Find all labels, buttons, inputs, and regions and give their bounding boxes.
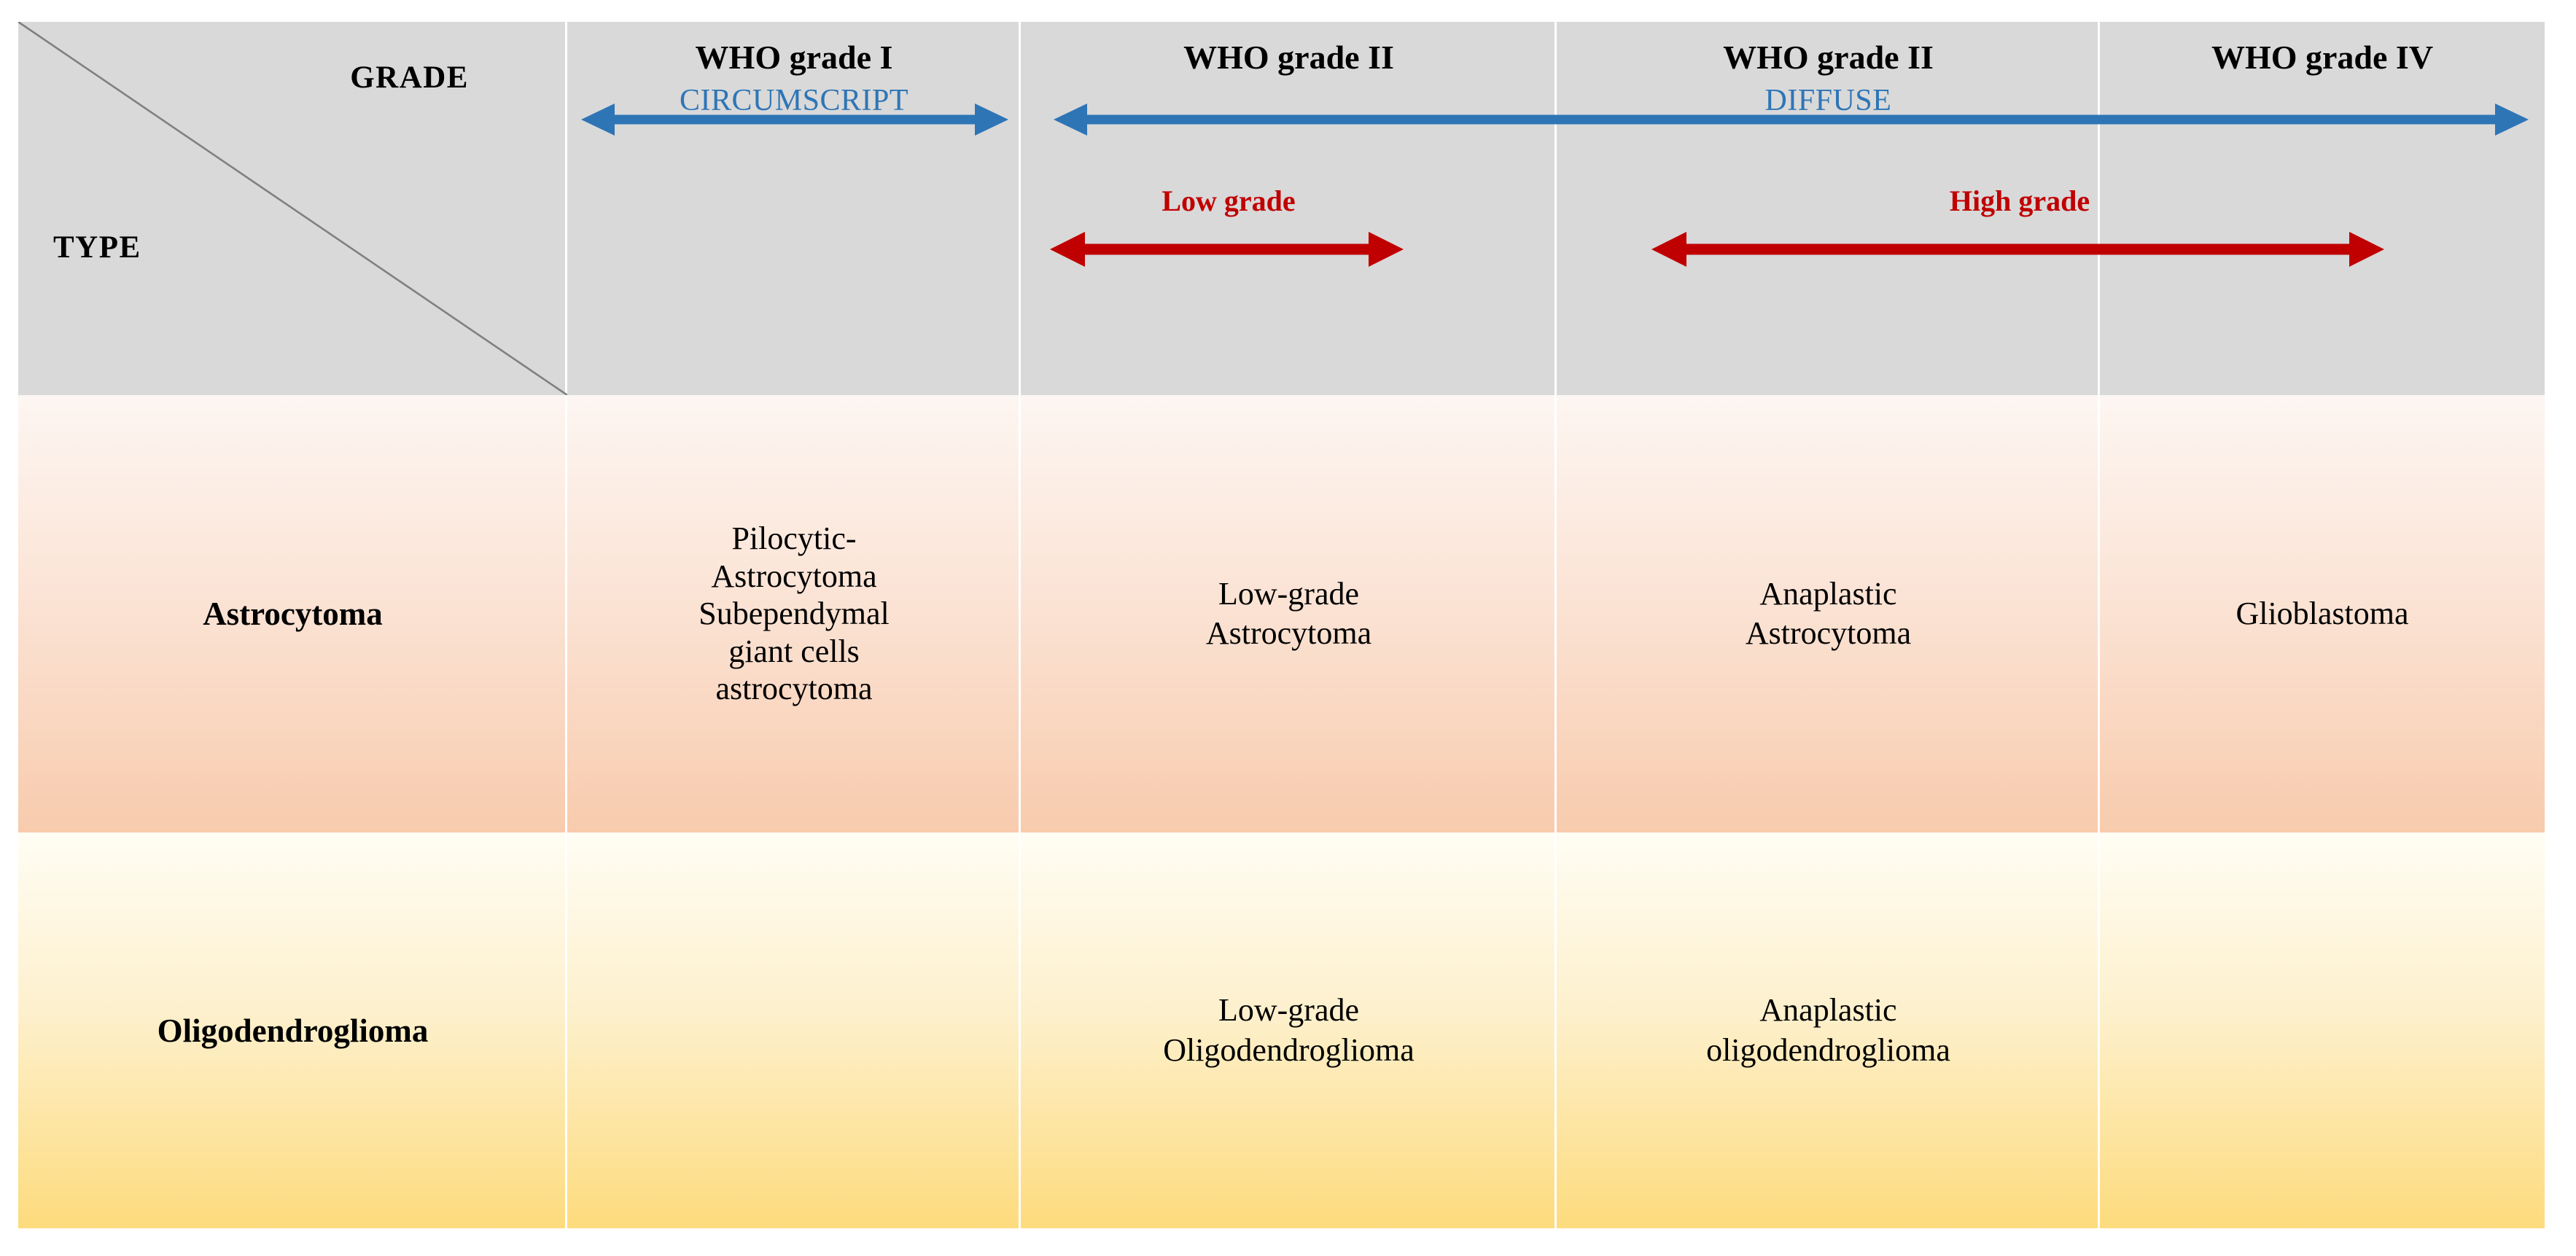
- grade-axis-label: GRADE: [350, 61, 469, 95]
- row-header-astrocytoma: Astrocytoma: [18, 395, 567, 832]
- row-label: Oligodendroglioma: [157, 1012, 429, 1049]
- who-grade-label: WHO grade IV: [2211, 39, 2434, 76]
- circumscript-group-label: CIRCUMSCRIPT: [679, 84, 909, 117]
- row-label: Astrocytoma: [203, 596, 383, 632]
- diagonal-divider-icon: [18, 22, 567, 395]
- column-header-who-grade-2-low: WHO grade II: [1021, 22, 1557, 395]
- column-header-who-grade-4: WHO grade IV: [2100, 22, 2545, 395]
- who-grade-label: WHO grade II: [1723, 39, 1934, 76]
- row-header-oligodendroglioma: Oligodendroglioma: [18, 832, 567, 1228]
- cell-text: Glioblastoma: [2235, 595, 2409, 631]
- column-header-who-grade-2-high: WHO grade II DIFFUSE: [1557, 22, 2100, 395]
- cell-oligodendroglioma-grade4: [2100, 832, 2545, 1228]
- who-grade-label: WHO grade II: [1183, 39, 1394, 76]
- column-header-who-grade-1: WHO grade I CIRCUMSCRIPT: [567, 22, 1021, 395]
- cell-oligodendroglioma-grade1: [567, 832, 1021, 1228]
- who-grade-label: WHO grade I: [695, 39, 893, 76]
- corner-header-cell: GRADE TYPE: [18, 22, 567, 395]
- tumor-classification-table: GRADE TYPE WHO grade I CIRCUMSCRIPT WHO …: [18, 22, 2545, 1228]
- table-grid: GRADE TYPE WHO grade I CIRCUMSCRIPT WHO …: [18, 22, 2545, 1228]
- diffuse-group-label: DIFFUSE: [1764, 84, 1892, 117]
- cell-astrocytoma-grade4: Glioblastoma: [2100, 395, 2545, 832]
- type-axis-label: TYPE: [53, 230, 141, 265]
